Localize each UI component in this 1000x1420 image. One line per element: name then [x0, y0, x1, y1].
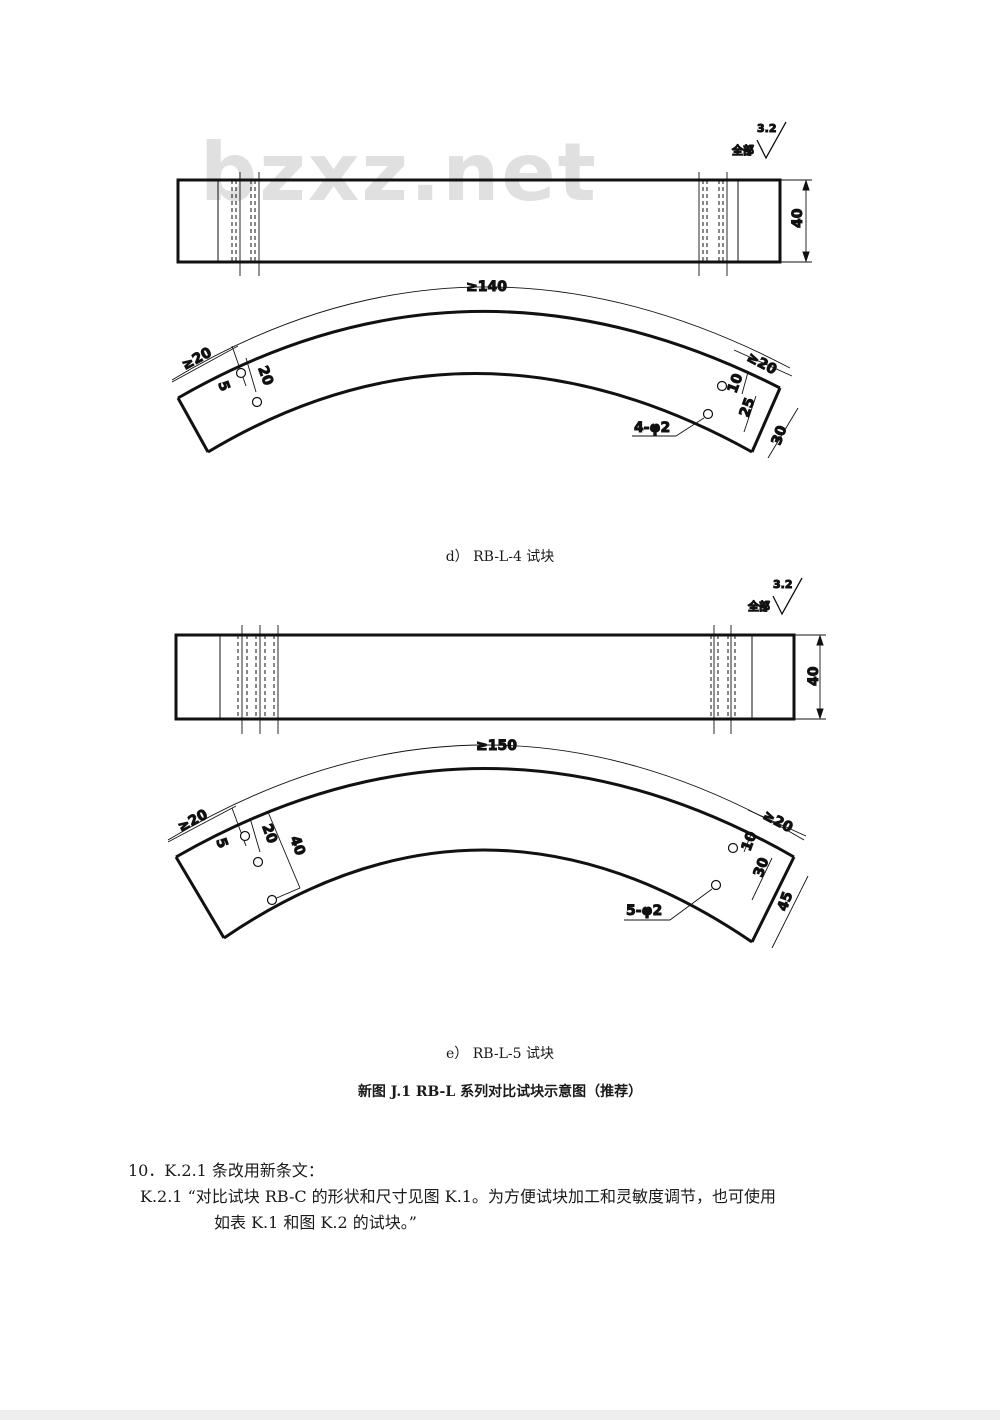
- caption-e: e） RB-L-5 试块: [446, 1046, 554, 1062]
- left-hole-offset-c-e: 40: [286, 834, 308, 858]
- right-dim-b-d: 25: [737, 396, 759, 420]
- roughness-note-d: 全部: [731, 143, 754, 157]
- left-edge-e: ≥20: [175, 807, 210, 836]
- caption-d: d） RB-L-4 试块: [445, 549, 555, 565]
- right-dim-b-e: 30: [751, 855, 773, 879]
- roughness-note-e: 全部: [747, 599, 770, 613]
- clause-text-line-1: K.2.1 “对比试块 RB-C 的形状和尺寸见图 K.1。为方便试块加工和灵敏…: [140, 1187, 776, 1206]
- hole-callout-e: 5-φ2: [626, 903, 662, 919]
- hole-callout-d: 4-φ2: [634, 420, 670, 436]
- roughness-symbol-d: [756, 121, 787, 160]
- roughness-symbol-e: [772, 577, 803, 616]
- page-bottom-edge: [0, 1410, 1000, 1420]
- left-hole-offset-a-d: 5: [214, 379, 232, 394]
- hole-e-4: [727, 842, 739, 854]
- arc-length-d: ≥140: [466, 279, 507, 295]
- right-dim-c-d: 30: [769, 423, 791, 447]
- left-hole-offset-b-e: 20: [258, 822, 280, 846]
- hole-d-3: [716, 380, 728, 392]
- height-dim-e: 40: [806, 666, 822, 686]
- right-dim-c-e: 45: [775, 890, 797, 914]
- top-view-d: [176, 178, 782, 264]
- drawing-e: 3.2 全部 40: [167, 577, 826, 949]
- clause-text-line-2: 如表 K.1 和图 K.2 的试块。”: [214, 1213, 417, 1232]
- top-view-e: [174, 633, 796, 721]
- hole-e-3: [266, 894, 278, 906]
- hole-e-1: [239, 830, 251, 842]
- figure-title: 新图 J.1 RB-L 系列对比试块示意图（推荐）: [357, 1084, 643, 1100]
- hole-d-2: [251, 396, 263, 408]
- watermark: bzxz.net: [200, 126, 598, 219]
- hole-e-2: [252, 856, 264, 868]
- left-edge-d: ≥20: [179, 345, 214, 374]
- drawing-d: 3.2 全部 40: [171, 121, 812, 459]
- left-hole-offset-a-e: 5: [212, 836, 230, 851]
- clause-heading: 10．K.2.1 条改用新条文：: [128, 1161, 324, 1180]
- left-hole-offset-b-d: 20: [254, 364, 276, 388]
- right-dim-a-e: 10: [739, 829, 761, 853]
- roughness-value-e: 3.2: [773, 578, 793, 591]
- height-dim-d: 40: [790, 208, 806, 228]
- right-dim-a-d: 10: [725, 371, 747, 395]
- hole-d-4: [702, 408, 714, 420]
- arc-length-e: ≥150: [476, 738, 517, 754]
- hole-e-5: [710, 879, 722, 891]
- hole-d-1: [235, 367, 247, 379]
- roughness-value-d: 3.2: [757, 122, 777, 135]
